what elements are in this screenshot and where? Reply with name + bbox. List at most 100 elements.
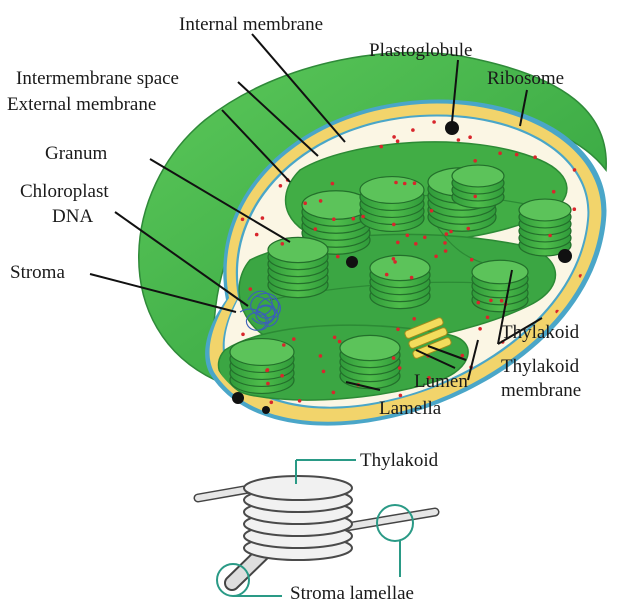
ribosome-dot [361, 215, 365, 219]
ribosome-dot [444, 249, 448, 253]
ribosome-dot [412, 317, 416, 321]
ribosome-dot [515, 153, 519, 157]
ribosome-dot [478, 327, 482, 331]
ribosome-dot [394, 181, 398, 185]
ribosome-dot [249, 287, 253, 291]
ribosome-dot [392, 356, 396, 360]
ribosome-dot [282, 343, 286, 347]
thylakoid-inset: Thylakoid Stroma lamellae [198, 450, 439, 604]
ribosome-dot [406, 234, 410, 238]
ribosome-dot [413, 181, 417, 185]
ribosome-dot [396, 241, 400, 245]
ribosome-dot [498, 151, 502, 155]
ribosome-dot [467, 227, 471, 231]
ribosome-dot [379, 145, 383, 149]
thylakoid-disc [452, 165, 504, 187]
ribosome-dot [461, 354, 465, 358]
label-granum: Granum [45, 143, 107, 164]
ribosome-dot [403, 182, 407, 186]
ribosome-dot [319, 354, 323, 358]
ribosome-dot [445, 232, 449, 236]
ribosome-dot [303, 201, 307, 205]
granum-stack [472, 260, 528, 312]
label-plastoglobule: Plastoglobule [369, 40, 472, 61]
ribosome-dot [396, 328, 400, 332]
label-dna: DNA [52, 206, 93, 227]
ribosome-dot [434, 254, 438, 258]
ribosome-dot [411, 128, 415, 132]
label-lamella: Lamella [379, 398, 442, 419]
ribosome-dot [279, 184, 283, 188]
thylakoid-disc [360, 177, 424, 204]
ribosome-dot [322, 370, 326, 374]
ribosome-dot [432, 120, 436, 124]
ribosome-dot [255, 233, 259, 237]
ribosome-dot [385, 273, 389, 277]
granum-stack [230, 339, 294, 394]
ribosome-dot [489, 299, 493, 303]
granum-stack [268, 237, 328, 297]
ribosome-dot [552, 190, 556, 194]
ribosome-dot [338, 340, 342, 344]
thylakoid-disc [519, 199, 571, 221]
ribosome-dot [241, 333, 245, 337]
ribosome-dot [548, 234, 552, 238]
ribosome-dot [270, 401, 274, 405]
label-stroma: Stroma [10, 262, 65, 283]
granum-stack [452, 165, 504, 208]
thylakoid-disc [230, 339, 294, 366]
label-external-membrane: External membrane [7, 94, 156, 115]
ribosome-dot [281, 242, 285, 246]
ribosome-dot [410, 276, 414, 280]
granum-stack [340, 335, 400, 388]
ribosome-dot [399, 394, 403, 398]
label-chloroplast: Chloroplast [20, 181, 109, 202]
ribosome-dot [457, 138, 461, 142]
ribosome-dot [266, 382, 270, 386]
ribosome-dot [314, 227, 318, 231]
ribosome-dot [392, 223, 396, 227]
ribosome-dot [473, 195, 477, 199]
thylakoid-disc [340, 335, 400, 360]
ribosome-dot [392, 257, 396, 261]
ribosome-dot [468, 135, 472, 139]
ribosome-dot [573, 168, 577, 172]
ribosome-dot [423, 236, 427, 240]
inset-label-stroma-lamellae: Stroma lamellae [290, 583, 414, 604]
granum-stack [370, 255, 430, 308]
ribosome-dot [319, 199, 323, 203]
label-intermembrane-space: Intermembrane space [16, 68, 179, 89]
label-ribosome: Ribosome [487, 68, 564, 89]
ribosome-dot [500, 299, 504, 303]
ribosome-dot [352, 217, 356, 221]
label-thylakoid-membrane-line2: membrane [501, 380, 581, 401]
label-thylakoid-membrane-line1: Thylakoid [501, 356, 580, 377]
ribosome-dot [396, 139, 400, 143]
ribosome-dot [332, 391, 336, 395]
ribosome-dot [470, 258, 474, 262]
inset-label-thylakoid: Thylakoid [360, 450, 439, 471]
thylakoid-disc [268, 237, 328, 262]
ribosome-dot [298, 399, 302, 403]
ribosome-dot [573, 207, 577, 211]
ribosome-dot [473, 159, 477, 163]
ribosome-dot [449, 230, 453, 234]
ribosome-dot [392, 135, 396, 139]
ribosome-dot [414, 242, 418, 246]
granum-stack [519, 199, 571, 256]
thylakoid-disc [370, 255, 430, 280]
ribosome-dot [477, 301, 481, 305]
label-lumen: Lumen [414, 371, 468, 392]
ribosome-dot [261, 216, 265, 220]
ribosome-dot [486, 316, 490, 320]
ribosome-dot [443, 241, 447, 245]
ribosome-dot [265, 369, 269, 373]
inset-thylakoid-discs [244, 476, 352, 560]
ribosome-dot [241, 218, 245, 222]
ribosome-dot [331, 182, 335, 186]
label-internal-membrane: Internal membrane [179, 14, 323, 35]
thylakoid-disc [472, 260, 528, 284]
ribosome-dot [292, 337, 296, 341]
ribosome-dot [333, 336, 337, 340]
